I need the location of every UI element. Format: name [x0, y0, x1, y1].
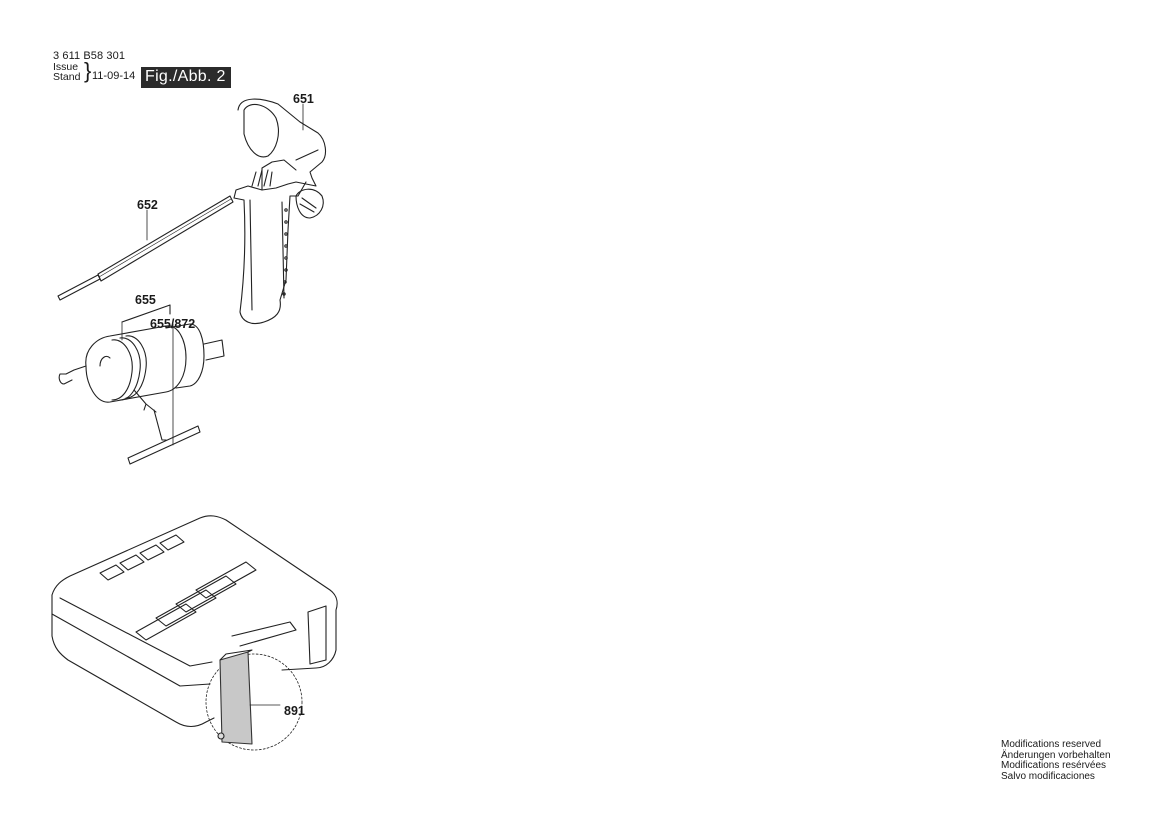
drill-chuck-illustration	[58, 304, 225, 465]
auxiliary-handle-illustration	[233, 98, 327, 325]
issue-stand-labels: Issue Stand	[53, 61, 81, 83]
issue-label: Issue	[53, 61, 79, 73]
modifications-notice: Modifications reserved Änderungen vorbeh…	[1001, 739, 1111, 782]
callout-891: 891	[284, 704, 305, 718]
depth-stop-rod-illustration	[57, 195, 234, 301]
callout-655-872: 655/872	[150, 317, 196, 331]
document-number: 3 611 B58 301	[53, 50, 126, 62]
callout-651: 651	[293, 92, 314, 106]
notice-line-en: Modifications reserved	[1001, 739, 1102, 750]
notice-line-es: Salvo modificaciones	[1001, 770, 1095, 782]
stand-label: Stand	[53, 71, 81, 83]
callout-652: 652	[137, 198, 158, 212]
issue-date: 11-09-14	[92, 70, 136, 82]
notice-line-fr: Modifications resérvées	[1001, 760, 1107, 771]
carrying-case-illustration	[51, 515, 338, 751]
figure-label: Fig./Abb. 2	[141, 67, 231, 88]
notice-line-de: Änderungen vorbehalten	[1001, 749, 1111, 761]
brace-glyph: }	[84, 58, 92, 83]
callout-655: 655	[135, 293, 156, 307]
